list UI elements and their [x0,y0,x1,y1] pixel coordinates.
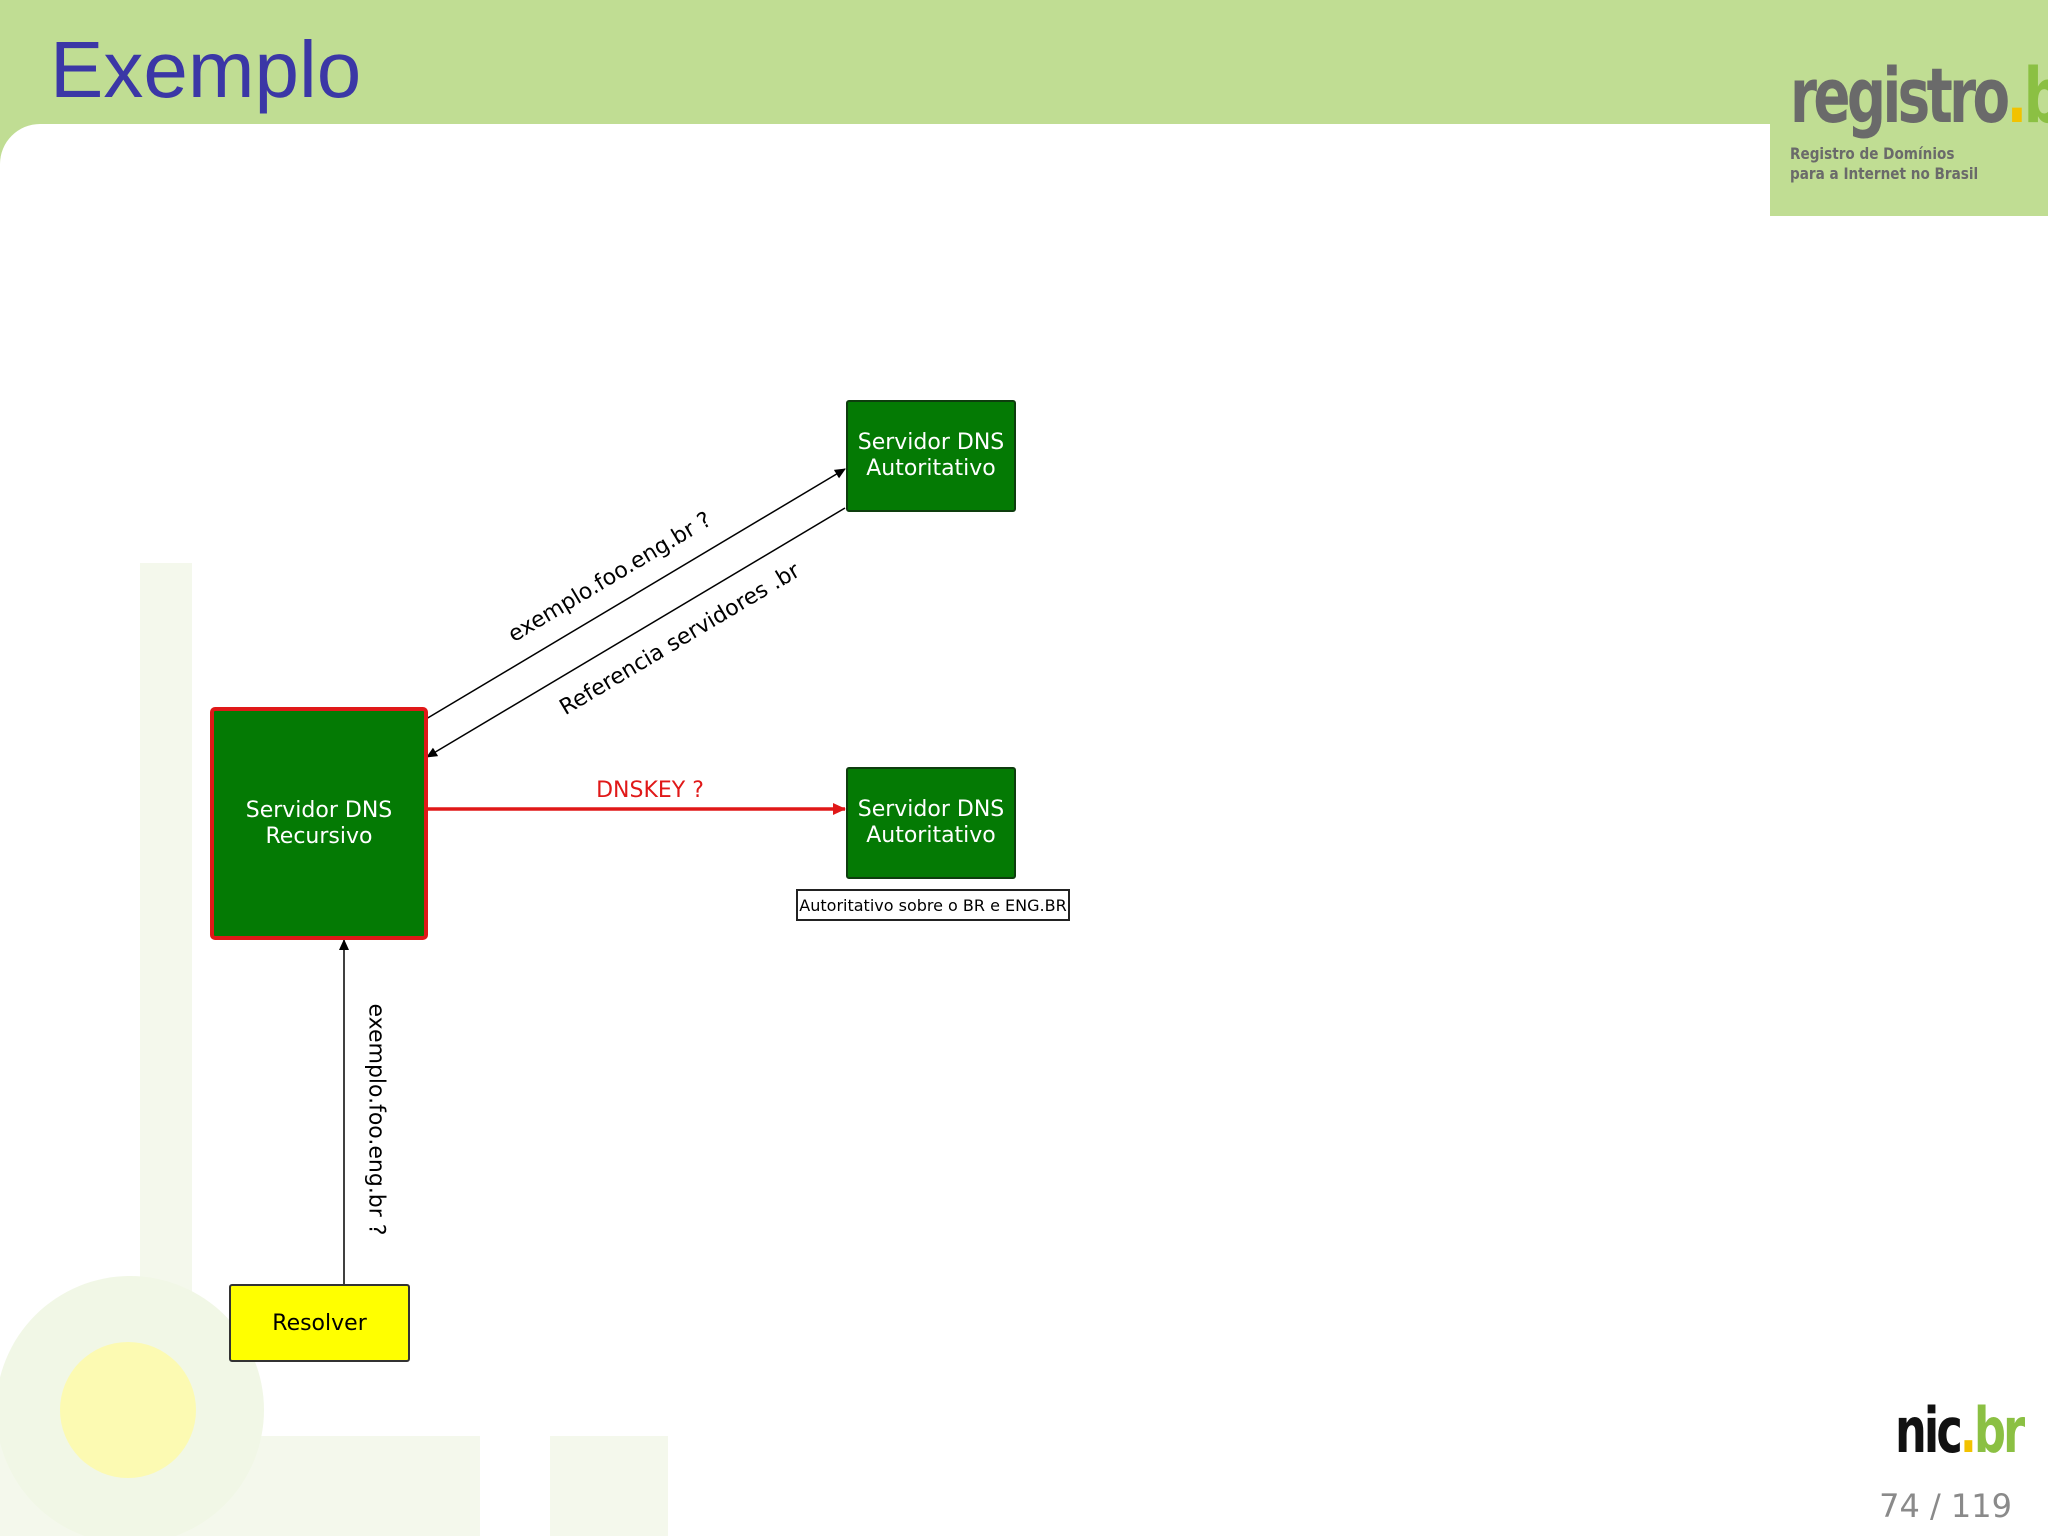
slide-title: Exemplo [50,25,362,114]
page-separator: / [1929,1487,1941,1525]
logo-word-tld: br [2024,51,2048,140]
registro-br-logo: registro.br Registro de Domínios para a … [1790,58,2048,198]
edge-referral-back [426,507,846,758]
nic-word-tld: br [1973,1394,2025,1467]
decor-stub [550,1436,668,1536]
nic-br-logo: nic.br [1895,1400,2025,1462]
node-authoritative-bottom-label: Servidor DNS Autoritativo [857,797,1005,848]
page-counter: 74 / 119 [1879,1487,2012,1525]
node-authoritative-top: Servidor DNS Autoritativo [846,400,1016,512]
node-authoritative-bottom: Servidor DNS Autoritativo [846,767,1016,879]
header-band [0,0,2048,124]
note-text: Autoritativo sobre o BR e ENG.BR [799,895,1067,915]
nic-word-dot: . [1959,1394,1977,1467]
nic-word-main: nic [1895,1394,1963,1467]
decorative-shapes [0,563,668,1536]
edge-query-up [425,468,846,720]
tagline-line2: para a Internet no Brasil [1790,164,1979,183]
tagline-line1: Registro de Domínios [1790,144,1955,163]
node-resolver: Resolver [229,1284,410,1362]
page-total: 119 [1950,1487,2012,1525]
content-area-top [0,124,1770,164]
node-recursive: Servidor DNS Recursivo [210,707,428,940]
registro-br-tagline: Registro de Domínios para a Internet no … [1790,144,1998,184]
decor-yellow-dot [60,1342,196,1478]
edge-label-resolver-query: exemplo.foo.eng.br ? [363,1003,389,1236]
page-current: 74 [1879,1487,1920,1525]
registro-br-wordmark: registro.br [1790,58,2048,134]
logo-word-main: registro [1790,51,2010,140]
note-authoritative-scope: Autoritativo sobre o BR e ENG.BR [796,889,1070,921]
node-authoritative-top-label: Servidor DNS Autoritativo [857,430,1005,481]
node-resolver-label: Resolver [272,1310,367,1336]
edge-label-dnskey: DNSKEY ? [596,778,704,803]
logo-word-dot: . [2006,51,2028,140]
logo-panel [1770,124,2048,216]
node-recursive-label: Servidor DNS Recursivo [245,797,393,849]
